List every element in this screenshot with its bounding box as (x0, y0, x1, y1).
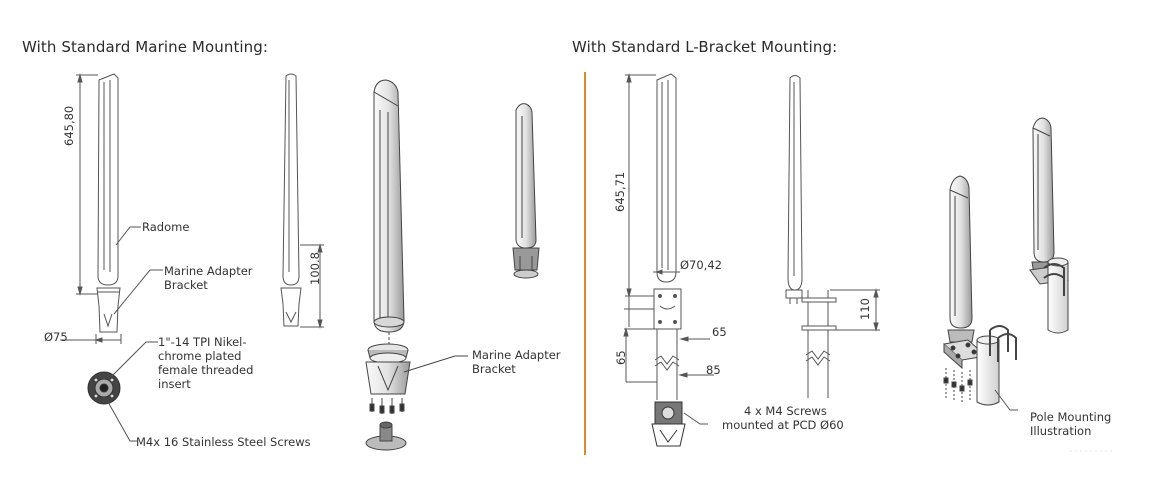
pole-mount-assembled-view (1029, 117, 1069, 334)
radome-label: Radome (142, 220, 190, 234)
marine-side-height-dimension: 100.8 (308, 252, 322, 285)
pcd-screws-label-line2: mounted at PCD Ø60 (722, 418, 844, 432)
exploded-adapter-label-line2: Bracket (472, 362, 516, 376)
lbracket-front-view (623, 73, 714, 400)
insert-label-line3: female threaded (158, 363, 254, 377)
insert-label-line4: insert (158, 377, 191, 391)
pole-mounting-label-line1: Pole Mounting (1030, 410, 1112, 424)
lbracket-height-dimension: 645,71 (613, 171, 627, 212)
lbracket-bottom-view (651, 401, 708, 447)
lbracket-dimension-85: 85 (706, 363, 721, 377)
marine-diameter-dimension: Ø75 (44, 330, 68, 344)
marine-adapter-label-line2: Bracket (164, 278, 208, 292)
lbracket-side-view (785, 75, 880, 398)
lbracket-dimension-65-vertical: 65 (614, 350, 628, 365)
marine-mounting-heading: With Standard Marine Mounting: (22, 38, 269, 56)
m4-screws-label: M4x 16 Stainless Steel Screws (136, 435, 311, 449)
marine-assembled-3d-view (512, 103, 540, 279)
pcd-screws-label-line1: 4 x M4 Screws (744, 404, 827, 418)
lbracket-mounting-heading: With Standard L-Bracket Mounting: (572, 38, 838, 56)
marine-adapter-label-line1: Marine Adapter (164, 264, 253, 278)
insert-label-line2: chrome plated (158, 349, 242, 363)
pole-mount-exploded-view (942, 175, 1018, 411)
marine-front-view (60, 73, 163, 344)
exploded-adapter-label-line1: Marine Adapter (472, 348, 561, 362)
lbracket-diameter-dimension: Ø70,42 (680, 258, 722, 272)
pole-mounting-label-line2: Illustration (1030, 424, 1092, 438)
lbracket-dimension-110: 110 (858, 298, 872, 320)
insert-label-line1: 1"-14 TPI Nikel- (158, 335, 247, 349)
marine-height-dimension: 645,80 (62, 105, 76, 146)
threaded-insert-view (87, 341, 158, 442)
marine-side-view (280, 73, 324, 329)
lbracket-dimension-65-horizontal: 65 (712, 325, 727, 339)
marine-exploded-view (365, 79, 468, 451)
